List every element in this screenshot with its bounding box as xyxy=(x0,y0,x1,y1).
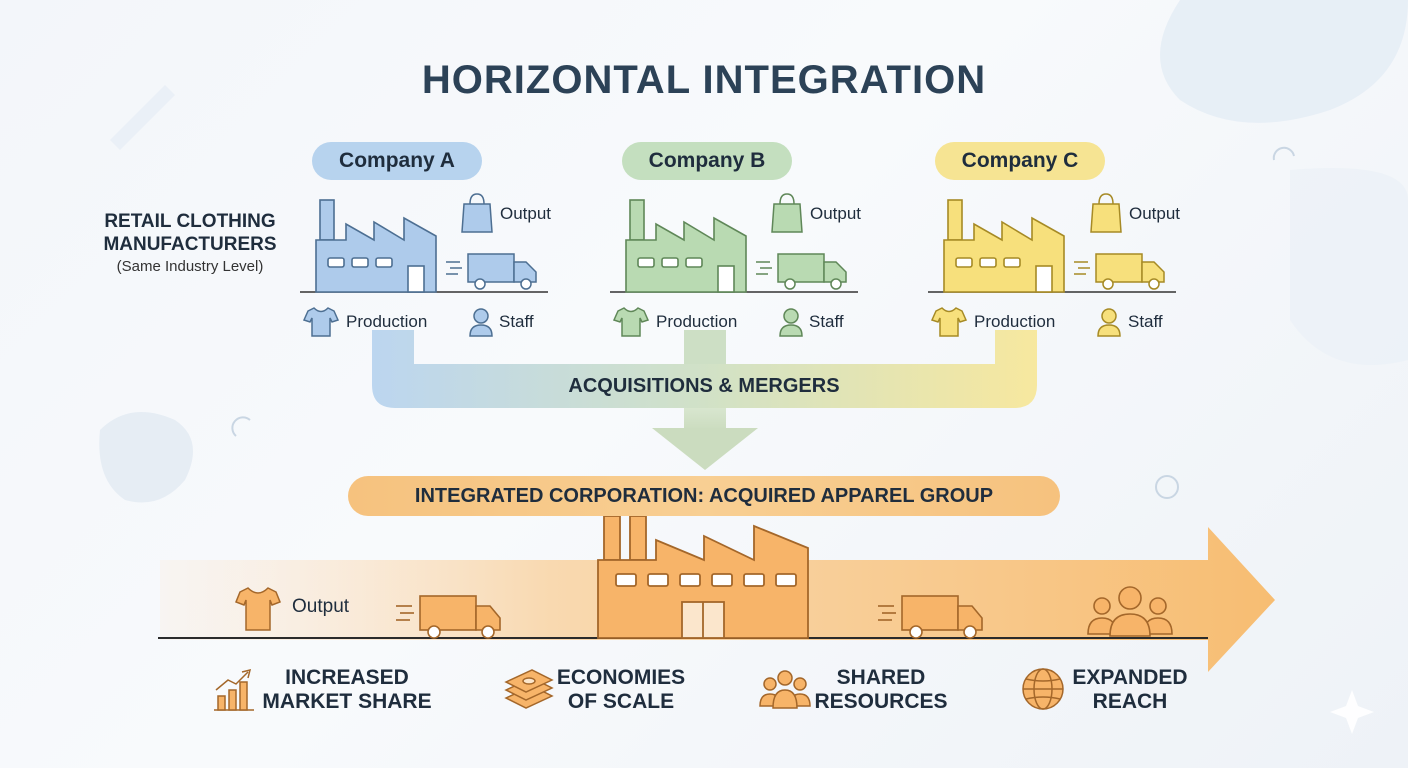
delivery-truck-icon xyxy=(396,595,501,639)
staff-person-icon xyxy=(469,308,493,337)
benefit-line-1: SHARED xyxy=(836,666,926,689)
company-c-pill: Company C xyxy=(935,142,1105,180)
delivery-truck-icon xyxy=(1074,253,1165,290)
money-stack-icon xyxy=(504,669,554,709)
globe-icon xyxy=(1022,668,1064,710)
company-c-staff-label: Staff xyxy=(1128,312,1163,331)
tshirt-icon xyxy=(612,307,650,337)
staff-person-icon xyxy=(1097,308,1121,337)
company-c-output-label: Output xyxy=(1129,204,1181,223)
staff-person-icon xyxy=(779,308,803,337)
benefit-line-2: OF SCALE xyxy=(567,690,675,713)
people-group-icon xyxy=(759,670,811,709)
flow-output-label: Output xyxy=(292,596,350,617)
integrated-corporation-bar: INTEGRATED CORPORATION: ACQUIRED APPAREL… xyxy=(348,476,1060,516)
delivery-truck-icon xyxy=(446,253,537,290)
integrated-factory-icon xyxy=(597,515,809,639)
factory-a-icon xyxy=(315,199,437,293)
benefit-expanded-reach: EXPANDED REACH xyxy=(1068,666,1192,714)
delivery-truck-icon xyxy=(878,595,983,639)
benefit-line-1: EXPANDED xyxy=(1072,666,1188,689)
company-b-output-label: Output xyxy=(810,204,862,223)
company-a-staff-label: Staff xyxy=(499,312,534,331)
benefit-line-2: RESOURCES xyxy=(814,690,948,713)
tshirt-icon xyxy=(302,307,340,337)
factory-c-icon xyxy=(943,199,1065,293)
benefit-economies-of-scale: ECONOMIES OF SCALE xyxy=(554,666,688,714)
merge-connector xyxy=(372,330,1037,470)
company-c-production-label: Production xyxy=(974,312,1056,331)
category-label: RETAIL CLOTHING MANUFACTURERS (Same Indu… xyxy=(80,210,300,275)
factory-b-icon xyxy=(625,199,747,293)
shopping-bag-icon xyxy=(1090,193,1122,233)
shopping-bag-icon xyxy=(461,193,493,233)
company-b-production-label: Production xyxy=(656,312,738,331)
background-blobs xyxy=(99,0,1408,734)
company-a-output-label: Output xyxy=(500,204,552,223)
benefit-line-2: REACH xyxy=(1092,690,1168,713)
company-a-production-label: Production xyxy=(346,312,428,331)
benefit-market-share: INCREASED MARKET SHARE xyxy=(262,666,432,714)
shopping-bag-icon xyxy=(771,193,803,233)
delivery-truck-icon xyxy=(756,253,847,290)
category-main-label: RETAIL CLOTHING MANUFACTURERS xyxy=(103,211,277,255)
merge-label: ACQUISITIONS & MERGERS xyxy=(568,375,840,397)
customers-group-icon xyxy=(1087,586,1173,637)
tshirt-output-icon xyxy=(235,587,281,631)
company-a-pill: Company A xyxy=(312,142,482,180)
company-b-pill: Company B xyxy=(622,142,792,180)
company-b-staff-label: Staff xyxy=(809,312,844,331)
down-arrow-icon xyxy=(652,428,758,470)
benefit-shared-resources: SHARED RESOURCES xyxy=(814,666,948,714)
benefit-line-1: INCREASED xyxy=(285,666,409,689)
page-title: HORIZONTAL INTEGRATION xyxy=(421,58,987,102)
benefit-line-2: MARKET SHARE xyxy=(262,690,432,713)
tshirt-icon xyxy=(930,307,968,337)
category-sub-label: (Same Industry Level) xyxy=(116,258,264,275)
growth-chart-icon xyxy=(214,668,254,711)
benefit-line-1: ECONOMIES xyxy=(556,666,686,689)
